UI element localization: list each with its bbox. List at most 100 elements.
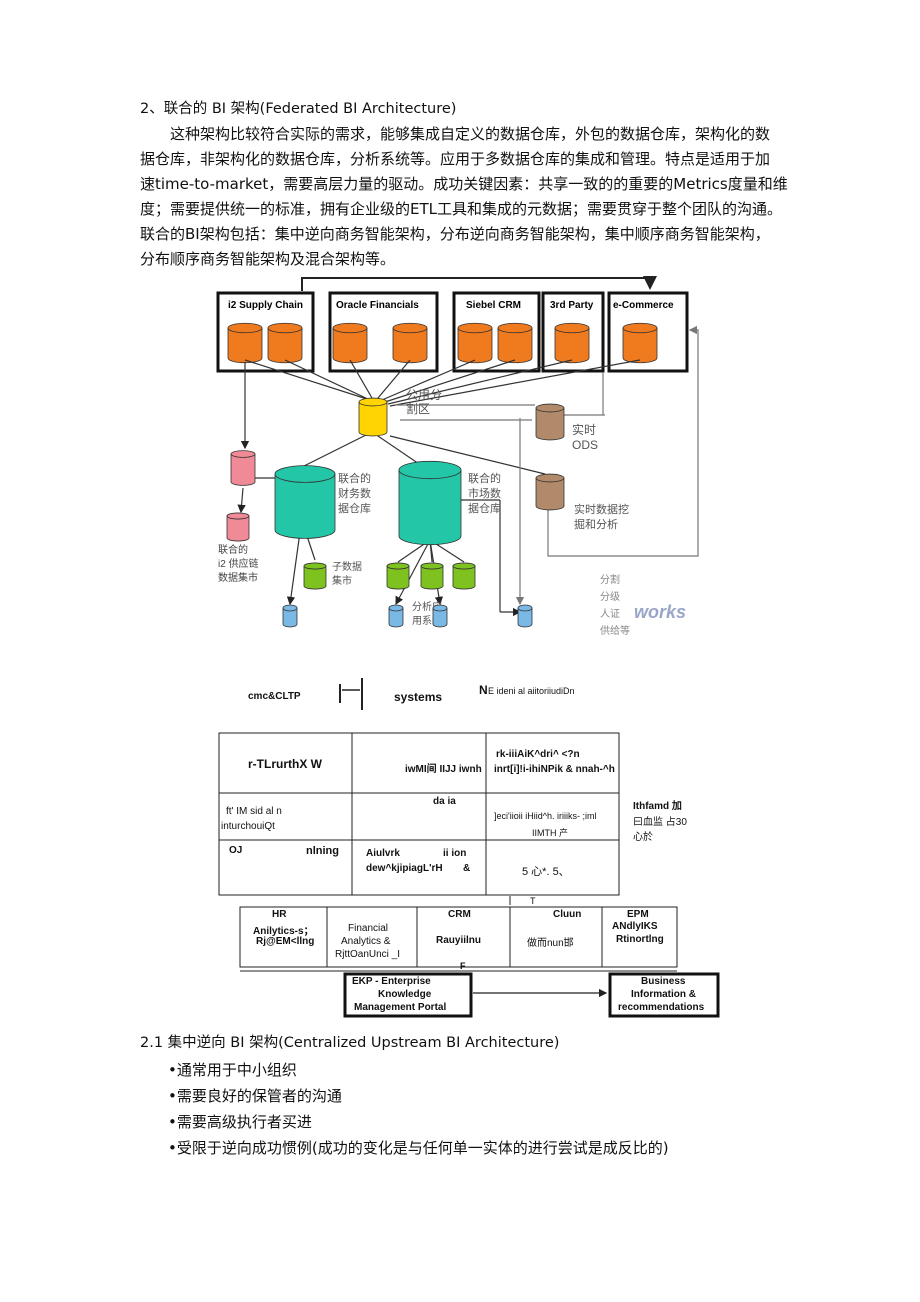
paragraph-line: 分布顺序商务智能架构及混合架构等。 — [140, 250, 396, 268]
biz-label-3: recommendations — [618, 1002, 705, 1013]
paragraph-line: 据仓库，非架构化的数据仓库，分析系统等。应用于多数据仓库的集成和管理。特点是适用… — [140, 150, 771, 168]
database-icon — [457, 322, 493, 364]
fin-dw-label: 据仓库 — [338, 501, 371, 515]
database-icon — [227, 322, 263, 364]
database-icon — [398, 460, 462, 546]
submart-label: 子数据 — [332, 560, 362, 573]
module-fin-1: Financial — [348, 923, 389, 934]
bi-components-diagram — [218, 678, 720, 1018]
realtime-mining — [535, 473, 565, 511]
svg-text:分级: 分级 — [600, 591, 620, 603]
database-icon — [622, 322, 658, 364]
side-label-2: 曰血监 占30 — [633, 817, 687, 828]
cell-r3c2c: dew^kjipiagL'rH — [366, 863, 443, 874]
works-logo: works — [634, 602, 686, 622]
module-hr-1: HR — [272, 909, 287, 920]
mkt-dw-label: 联合的 — [468, 471, 501, 485]
fin-dw-label: 联合的 — [338, 471, 371, 485]
database-icon — [358, 397, 388, 437]
i2mart-label: i2 供应链 — [218, 557, 259, 570]
ods-label: 实时 — [572, 422, 596, 437]
cell-r2c1a: ft' IM sid al n — [226, 806, 282, 817]
top-right-label: E ideni al aiitoriiudiDn — [488, 686, 575, 696]
database-icon — [226, 512, 250, 542]
database-icon — [392, 322, 428, 364]
module-fin-3: RjttOanUnci _I — [335, 949, 401, 960]
systems-label: systems — [394, 690, 443, 704]
side-label-1: Ithfamd 加 — [633, 801, 682, 812]
section-2-1-list: •通常用于中小组织 •需要良好的保管者的沟通 •需要高级执行者买进 •受限于逆向… — [168, 1058, 669, 1162]
i2mart-label: 联合的 — [218, 543, 248, 556]
database-icon — [230, 450, 256, 486]
biz-label-2: Information & — [631, 989, 696, 1000]
source-label: Oracle Financials — [336, 300, 419, 311]
database-icon — [535, 473, 565, 511]
database-icon — [535, 403, 565, 441]
end-user-marts — [282, 604, 533, 628]
mkt-dw-label: 据仓库 — [468, 501, 501, 515]
cell-r2c1b: inturchouiQt — [221, 821, 275, 832]
ods-label: ODS — [572, 438, 598, 452]
database-icon — [274, 465, 336, 539]
f-mark: F — [460, 961, 466, 971]
realtime-label: 实时数据挖 — [574, 502, 629, 516]
oltp-label: cmc&CLTP — [248, 691, 301, 702]
paragraph-line: 这种架构比较符合实际的需求，能够集成自定义的数据仓库，外包的数据仓库，架构化的数 — [170, 125, 771, 143]
module-hr-3: Rj@EM<llng — [256, 936, 315, 947]
section-2-paragraph: 这种架构比较符合实际的需求，能够集成自定义的数据仓库，外包的数据仓库，架构化的数… — [140, 122, 800, 272]
ekp-label-2: Knowledge — [378, 989, 432, 1000]
section-2-1-heading: 2.1 集中逆向 BI 架构(Centralized Upstream BI A… — [140, 1035, 560, 1051]
module-4-1: Cluun — [553, 909, 582, 920]
i2mart-label: 数据集市 — [218, 571, 258, 584]
cell-r1c3b: inrt[i]!i-ihiNPik & nnah-^h — [494, 764, 615, 775]
top-right-initial: N — [479, 683, 488, 697]
federated-warehouses — [274, 460, 462, 546]
database-icon — [267, 322, 303, 364]
svg-text:分割: 分割 — [600, 573, 620, 586]
submart-label: 集市 — [332, 574, 352, 587]
ekp-label-3: Management Portal — [354, 1002, 447, 1013]
realtime-label: 掘和分析 — [574, 517, 618, 531]
staging-label: 公用分 — [406, 388, 442, 402]
cell-r1c3a: rk-iiiAiK^dri^ <?n — [496, 749, 580, 760]
cell-r3c1a: OJ — [229, 845, 243, 856]
source-databases — [227, 322, 658, 364]
database-icon — [282, 604, 298, 628]
biz-label-1: Business — [641, 976, 686, 987]
list-item: •需要高级执行者买进 — [168, 1113, 312, 1131]
database-icon — [388, 604, 404, 628]
database-icon — [386, 562, 410, 590]
sub-marts — [303, 562, 476, 590]
module-hr-2: Anilytics-s； — [253, 926, 314, 937]
source-label: i2 Supply Chain — [228, 300, 303, 311]
source-label: Siebel CRM — [466, 300, 521, 311]
module-epm-3: Rtinortlng — [616, 934, 664, 945]
paragraph-line: 联合的BI架构包括：集中逆向商务智能架构，分布逆向商务智能架构，集中顺序商务智能… — [140, 225, 770, 243]
database-icon — [432, 604, 448, 628]
ekp-label-1: EKP - Enterprise — [352, 976, 431, 987]
source-label: e-Commerce — [613, 300, 674, 311]
cell-r3c2a: Aiulvrk — [366, 848, 400, 859]
side-label-3: 心於 — [633, 832, 653, 843]
paragraph-line: 速time-to-market，需要高层力量的驱动。成功关键因素：共享一致的的重… — [140, 175, 788, 193]
module-epm-1: EPM — [627, 909, 649, 920]
module-epm-2: ANdlyIKS — [612, 921, 658, 932]
database-icon — [452, 562, 476, 590]
cell-r2c2: da ia — [433, 796, 456, 807]
database-icon — [497, 322, 533, 364]
t-mark: T — [530, 896, 536, 906]
svg-text:供给等: 供给等 — [600, 624, 630, 637]
database-icon — [332, 322, 368, 364]
cell-r3c3: 5 心*. 5、 — [522, 866, 570, 878]
cell-r3c1b: nlning — [306, 845, 339, 857]
paragraph-line: 度；需要提供统一的标准，拥有企业级的ETL工具和集成的元数据；需要贯穿于整个团队… — [140, 200, 783, 218]
section-2-heading: 2、联合的 BI 架构(Federated BI Architecture) — [140, 101, 457, 117]
database-icon — [303, 562, 327, 590]
cell-r1c2: iwMI间 IIJJ iwnh — [405, 764, 482, 775]
module-crm-1: CRM — [448, 909, 471, 920]
database-icon — [517, 604, 533, 628]
cell-r1c1: r-TLrurthX W — [248, 757, 322, 771]
database-icon — [554, 322, 590, 364]
cell-r2c3a: ]eci'iioii iHiid^h. iriiiks- ;iml — [494, 811, 597, 821]
